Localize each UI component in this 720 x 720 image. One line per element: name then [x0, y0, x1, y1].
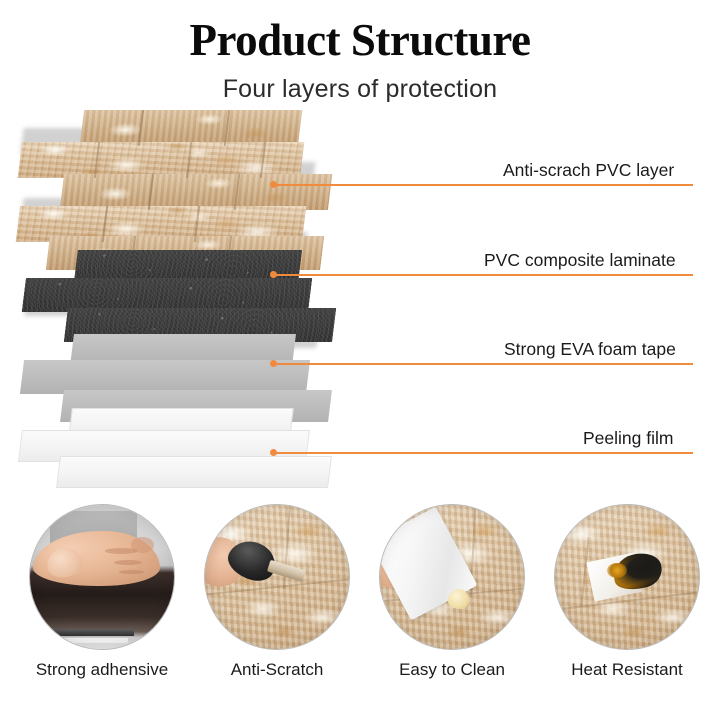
layer-stack-diagram	[0, 108, 420, 488]
layer-label-strong-eva-foam-tape: Strong EVA foam tape	[504, 339, 676, 359]
callout-line-peeling-film	[275, 452, 693, 454]
callout-dot-peeling-film	[270, 449, 277, 456]
key-scratching-tile-photo	[204, 504, 350, 650]
feature-strong-adhesive[interactable]: Strong adhensive	[22, 504, 182, 680]
header: Product Structure Four layers of protect…	[0, 0, 720, 104]
feature-heat-resistant[interactable]: Heat Resistant	[547, 504, 707, 680]
page-subtitle: Four layers of protection	[222, 75, 498, 103]
callout-line-pvc-composite-laminate	[275, 274, 693, 276]
thumb-pressing-tile-photo	[29, 504, 175, 650]
layer-label-peeling-film: Peeling film	[583, 428, 674, 448]
feature-caption-anti-scratch: Anti-Scratch	[230, 660, 324, 679]
callout-dot-anti-scratch-pvc	[270, 181, 277, 188]
callout-line-anti-scratch-pvc	[275, 184, 693, 186]
layer-label-pvc-composite-laminate: PVC composite laminate	[484, 250, 676, 270]
towel-wiping-tile-photo	[379, 504, 525, 650]
callout-line-strong-eva-foam-tape	[275, 363, 693, 365]
layer-label-anti-scratch-pvc: Anti-scrach PVC layer	[503, 160, 675, 180]
feature-caption-heat-resistant: Heat Resistant	[571, 660, 683, 679]
feature-easy-to-clean[interactable]: Easy to Clean	[372, 504, 532, 680]
feature-caption-strong-adhesive: Strong adhensive	[35, 660, 169, 679]
feature-highlights: Strong adhensive Anti-Scratch	[0, 498, 720, 698]
feature-anti-scratch[interactable]: Anti-Scratch	[197, 504, 357, 680]
feature-caption-easy-to-clean: Easy to Clean	[399, 660, 505, 679]
page-title: Product Structure	[189, 15, 531, 65]
callout-dot-pvc-composite-laminate	[270, 271, 277, 278]
burn-mark-on-tile-photo	[554, 504, 700, 650]
callout-dot-strong-eva-foam-tape	[270, 360, 277, 367]
